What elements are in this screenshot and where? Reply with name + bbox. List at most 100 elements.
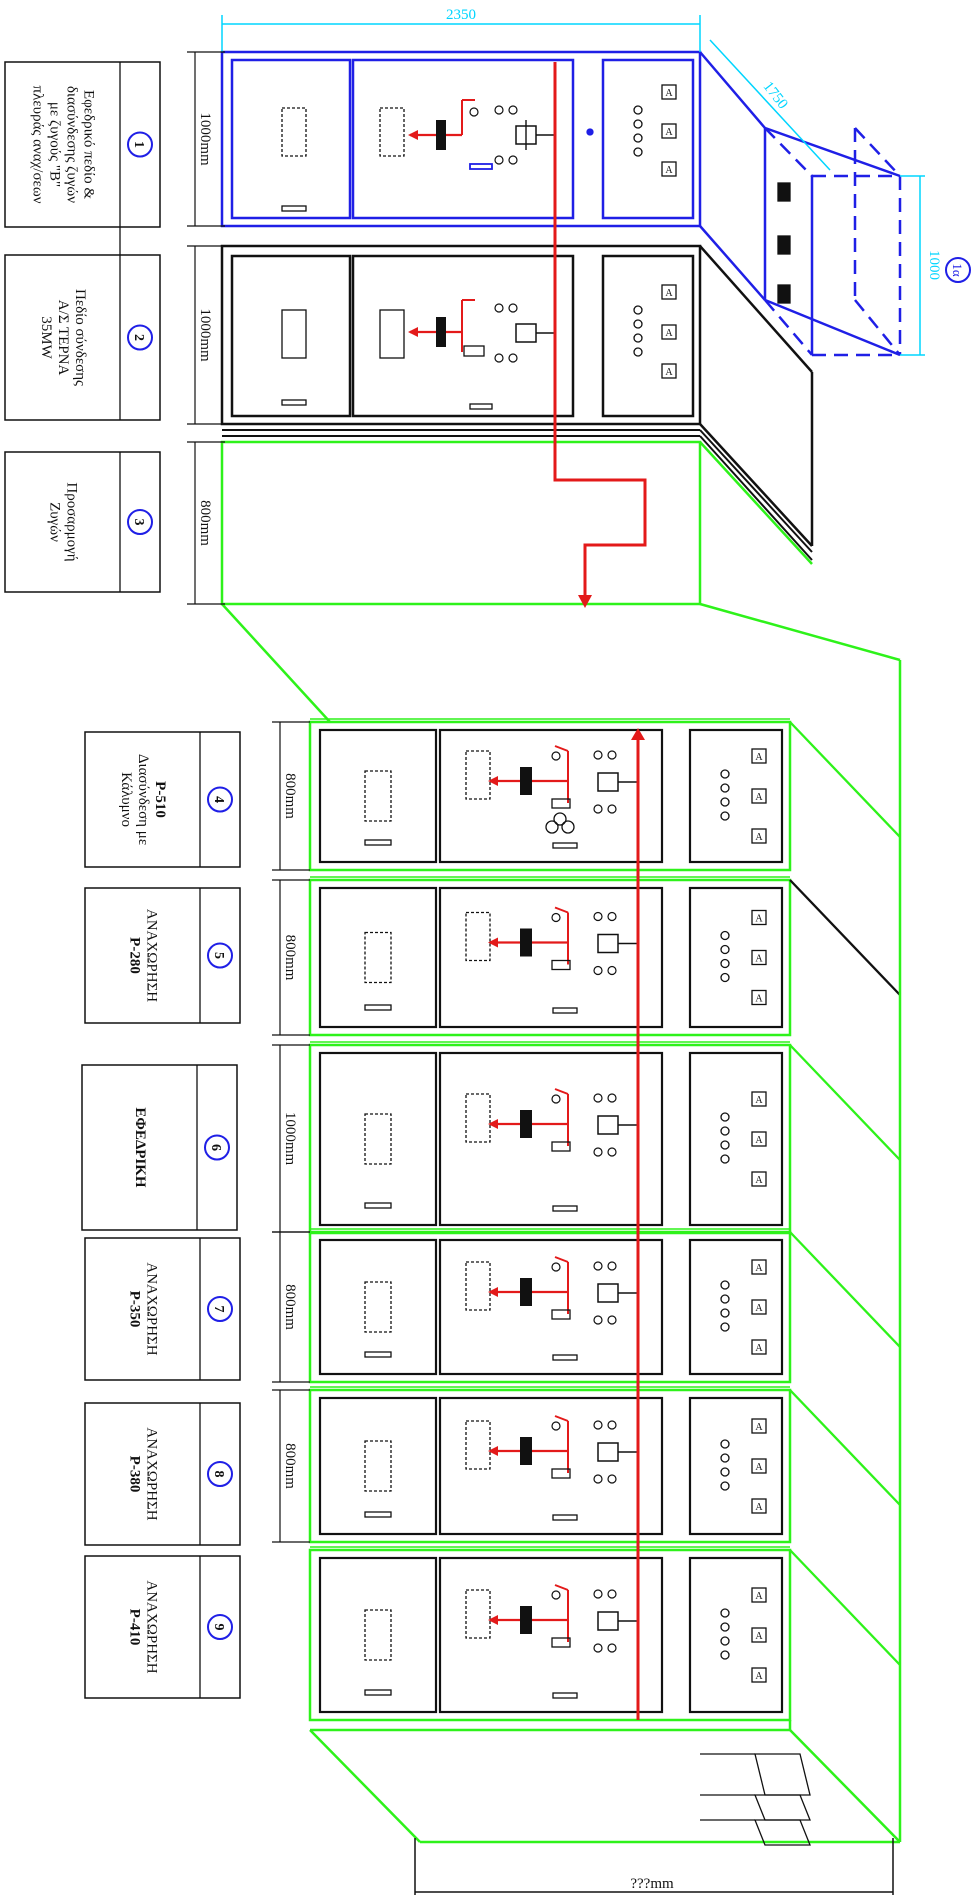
- window: [364, 770, 392, 822]
- display: [465, 1093, 491, 1143]
- terminal: [607, 804, 617, 814]
- width-dimension-label: 1000mm: [197, 112, 213, 166]
- indicator: [551, 751, 561, 761]
- terminal: [607, 965, 617, 976]
- lamp: [720, 1294, 730, 1304]
- ammeter: [751, 1627, 767, 1643]
- ammeter-glyph: A: [755, 914, 763, 925]
- ammeter-glyph: A: [755, 1422, 763, 1433]
- cubicle-frame: [308, 720, 792, 872]
- ref-1a-circle: [945, 257, 971, 283]
- door-left: [318, 886, 438, 1029]
- ct-symbol: [553, 812, 567, 826]
- busbar-top-arrow: [578, 595, 592, 608]
- width-dimension-6: 1000mm: [272, 1044, 310, 1233]
- cubicle-frame: [308, 1043, 792, 1235]
- breaker: [597, 933, 619, 954]
- lamp: [720, 783, 730, 793]
- window: [364, 1609, 392, 1661]
- lamp: [720, 1308, 730, 1318]
- window: [364, 1281, 392, 1333]
- door-middle: [438, 1238, 664, 1376]
- door-right: [688, 1556, 784, 1714]
- feeder-arrow: [488, 1287, 498, 1297]
- label-box: [4, 451, 161, 593]
- handle: [364, 1004, 392, 1011]
- panel-description-line: Πεδίο σύνδεσης: [72, 289, 88, 386]
- handle: [364, 839, 392, 846]
- ammeter: [751, 1171, 767, 1187]
- ammeter: [751, 909, 767, 926]
- door-right: [688, 1051, 784, 1227]
- lamp: [720, 1481, 730, 1491]
- lamp: [720, 1636, 730, 1646]
- lamp: [720, 1322, 730, 1332]
- display: [465, 1420, 491, 1470]
- door-right: [688, 1396, 784, 1536]
- window: [364, 1440, 392, 1492]
- breaker: [597, 772, 619, 792]
- indicator: [551, 1262, 561, 1272]
- ammeter: [751, 1339, 767, 1355]
- svg-text:A: A: [665, 288, 673, 299]
- terminal: [607, 1643, 617, 1653]
- door-middle: [438, 886, 664, 1029]
- panel-number: 5: [211, 952, 226, 959]
- panel-description-line: Διασύνδεση με: [135, 754, 151, 845]
- breaker: [597, 1611, 619, 1631]
- terminal: [607, 1589, 617, 1599]
- indicator: [551, 912, 561, 923]
- terminal: [607, 1093, 617, 1103]
- side-edge: [789, 879, 901, 996]
- ammeter-glyph: A: [755, 1095, 763, 1106]
- lower-cubicle-7: AAA: [308, 1228, 901, 1384]
- terminal-block: [520, 928, 532, 957]
- label-box: [4, 254, 161, 421]
- terminal: [607, 1474, 617, 1484]
- display: [465, 911, 491, 962]
- ammeter-glyph: A: [755, 832, 763, 843]
- ammeter: [751, 1091, 767, 1107]
- ammeter-glyph: A: [755, 792, 763, 803]
- handle-mid: [552, 1692, 578, 1699]
- feeder-arrow: [488, 1615, 498, 1625]
- panel-description-line: P-380: [127, 1456, 143, 1493]
- handle-mid: [552, 1514, 578, 1521]
- lamp: [720, 944, 730, 955]
- panel-number-circle: [127, 509, 153, 535]
- cubicle-frame: [308, 878, 792, 1037]
- lamp: [720, 1112, 730, 1122]
- ammeter: [751, 1498, 767, 1514]
- ammeter: [751, 748, 767, 764]
- dimension-height-1a: 1000: [926, 250, 942, 280]
- ammeter: [751, 1587, 767, 1603]
- panel-description-line: ΑΝΑΧΩΡΗΣΗ: [144, 909, 160, 1002]
- lamp: [720, 1439, 730, 1449]
- terminal: [593, 1420, 603, 1430]
- door-left: [318, 1556, 438, 1714]
- lower-cubicle-8: AAA: [308, 1386, 901, 1544]
- ammeter: [751, 949, 767, 966]
- panel-description-line: ΑΝΑΧΩΡΗΣΗ: [144, 1262, 160, 1355]
- width-dimension-8: 800mm: [272, 1389, 310, 1543]
- terminal: [593, 1261, 603, 1271]
- ammeter: [751, 1299, 767, 1315]
- svg-text:A: A: [665, 127, 673, 138]
- breaker: [597, 1283, 619, 1303]
- door-middle: [438, 1051, 664, 1227]
- ammeter: [751, 989, 767, 1006]
- panel-number: 9: [211, 1624, 226, 1631]
- ammeter: [751, 1458, 767, 1474]
- door-left: [318, 1238, 438, 1376]
- lower-cubicle-6: AAA: [308, 1041, 901, 1235]
- ammeter-glyph: A: [755, 752, 763, 763]
- ammeter-glyph: A: [755, 1671, 763, 1682]
- label-box: [81, 1064, 238, 1231]
- lamp: [720, 1650, 730, 1660]
- panel-description-line: 35MW: [38, 316, 54, 359]
- cubicle-frame: [308, 1230, 792, 1384]
- earth-switch: [554, 906, 569, 914]
- terminal-block: [520, 767, 532, 795]
- lamp: [720, 811, 730, 821]
- dimension-width: 2350: [446, 7, 476, 23]
